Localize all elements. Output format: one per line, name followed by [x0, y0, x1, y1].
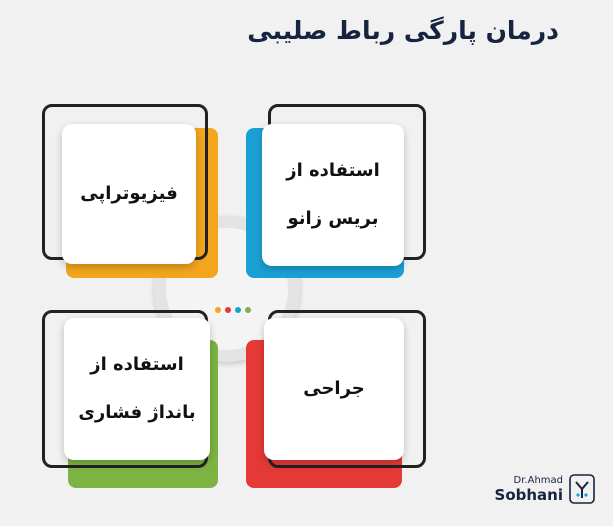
card-physiotherapy-label: فیزیوتراپی: [80, 183, 178, 204]
logo-line1: Dr.Ahmad: [513, 474, 563, 486]
logo-text: Dr.Ahmad Sobhani: [494, 474, 563, 504]
card-knee-brace-line2: بریس زانو: [287, 208, 379, 229]
center-dot: [225, 307, 231, 313]
card-knee-brace: استفاده از بریس زانو: [262, 124, 404, 266]
center-dot: [245, 307, 251, 313]
card-surgery-label: جراحی: [303, 378, 365, 399]
card-compression-bandage-line2: بانداژ فشاری: [78, 402, 196, 423]
page-title: درمان پارگی رباط صلیبی: [247, 16, 559, 45]
card-compression-bandage: استفاده از بانداژ فشاری: [64, 318, 210, 460]
card-physiotherapy: فیزیوتراپی: [62, 124, 196, 264]
center-dot: [215, 307, 221, 313]
center-dot: [235, 307, 241, 313]
logo-line2: Sobhani: [494, 485, 563, 504]
card-surgery: جراحی: [264, 318, 404, 460]
brand-logo: Dr.Ahmad Sobhani: [495, 474, 595, 504]
doctor-logo-icon: [569, 474, 595, 504]
center-dots: [215, 307, 255, 315]
card-compression-bandage-line1: استفاده از: [90, 354, 184, 375]
card-knee-brace-line1: استفاده از: [286, 160, 380, 181]
